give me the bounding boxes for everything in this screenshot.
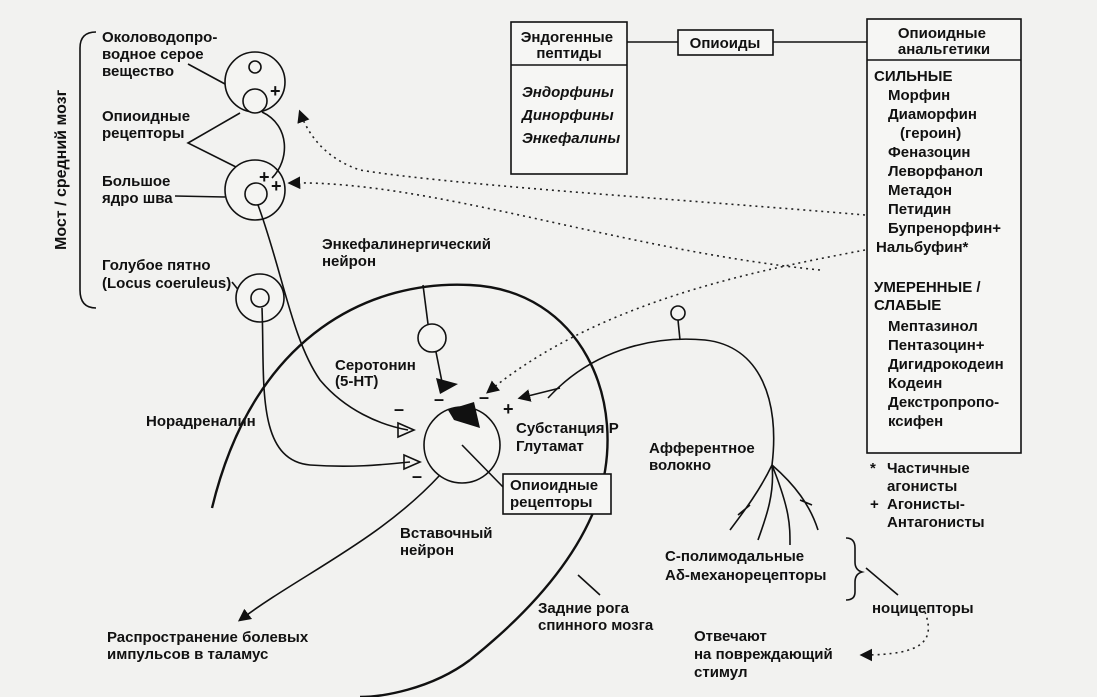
afferent-branches bbox=[729, 464, 819, 546]
section-label: Мост / средний мозг bbox=[53, 89, 70, 250]
dotted-arrow-to-stimulus bbox=[859, 611, 930, 662]
enkephalinergic-terminal bbox=[436, 378, 458, 394]
enkephalinergic-soma bbox=[417, 323, 447, 353]
raphe-plus-sign-1: + bbox=[259, 167, 270, 187]
endogenous-items: Эндорфины Динорфины Энкефалины bbox=[520, 84, 620, 147]
note-partial-mark: * bbox=[870, 460, 876, 477]
receptor-wedge bbox=[448, 402, 480, 428]
substance-p-label: Субстанция Р Глутамат bbox=[516, 420, 623, 455]
receptor-box bbox=[502, 473, 612, 515]
note-agonist-antagonist-mark: + bbox=[870, 496, 879, 513]
noradrenaline-terminal bbox=[403, 453, 422, 471]
endogenous-title: Эндогенные пептиды bbox=[521, 29, 617, 62]
pag-soma bbox=[248, 60, 262, 74]
a-delta-label: Аδ-механорецепторы bbox=[665, 567, 826, 584]
plus-sign-afferent: + bbox=[503, 399, 514, 419]
strong-header: СИЛЬНЫЕ bbox=[874, 68, 952, 85]
dorsal-horn-pointer bbox=[577, 574, 601, 596]
interneuron-axon bbox=[237, 474, 441, 622]
minus-sign-enkephalin: – bbox=[434, 389, 444, 409]
minus-sign-noradrenaline: – bbox=[412, 466, 422, 486]
receptor-types-brace bbox=[845, 537, 865, 601]
moderate-header: УМЕРЕННЫЕ / СЛАБЫЕ bbox=[874, 279, 985, 314]
raphe-label: Большое ядро шва bbox=[102, 173, 175, 207]
afferent-stem bbox=[677, 319, 681, 341]
pain-spread-label: Распространение болевых импульсов в тала… bbox=[107, 629, 312, 663]
c-polymodal-label: С-полимодальные bbox=[665, 548, 804, 565]
enkephalinergic-dendrite bbox=[422, 284, 429, 325]
afferent-arrow bbox=[517, 387, 561, 402]
pag-plus-sign: + bbox=[270, 81, 281, 101]
strong-drug-list: Морфин Диаморфин (героин) Феназоцин Лево… bbox=[876, 87, 1005, 256]
locus-soma bbox=[250, 288, 270, 308]
receptor-pointer bbox=[461, 444, 504, 488]
nociceptors-label: ноцицепторы bbox=[872, 600, 974, 617]
receptor-connector bbox=[186, 112, 241, 169]
raphe-plus-sign-2: + bbox=[271, 176, 282, 196]
raphe-soma bbox=[244, 182, 268, 206]
enkephalinergic-axon bbox=[435, 351, 443, 383]
pag-raphe-axon bbox=[261, 111, 286, 179]
endogenous-peptides-box bbox=[510, 21, 628, 175]
afferent-fiber bbox=[547, 338, 775, 466]
pag-connector bbox=[187, 63, 226, 85]
afferent-terminal-soma bbox=[670, 305, 686, 321]
dotted-arrow-to-spine bbox=[486, 249, 866, 394]
respond-label: Отвечают на повреждающий стимул bbox=[694, 628, 837, 681]
serotonin-label: Серотонин (5-HT) bbox=[335, 357, 420, 390]
opioids-box bbox=[677, 29, 774, 56]
pag-label: Околоводопро- водное серое вещество bbox=[102, 29, 221, 80]
interneuron-label: Вставочный нейрон bbox=[400, 525, 497, 559]
note-agonist-antagonists: Агонисты- Антагонисты bbox=[887, 496, 985, 531]
serotonin-terminal bbox=[397, 421, 416, 439]
receptor-box-label: Опиоидные рецепторы bbox=[510, 477, 602, 511]
opioid-receptors-label: Опиоидные рецепторы bbox=[102, 108, 194, 142]
locus-label: Голубое пятно (Locus coeruleus) bbox=[102, 257, 231, 292]
serotonin-pathway bbox=[257, 204, 409, 431]
analgesics-title: Опиоидные анальгетики bbox=[898, 25, 990, 58]
afferent-label: Афферентное волокно bbox=[649, 440, 759, 474]
brainstem-bracket bbox=[79, 31, 97, 309]
opioids-label: Опиоиды bbox=[690, 35, 761, 52]
minus-sign-dotted: – bbox=[479, 387, 489, 407]
raphe-connector bbox=[174, 195, 226, 198]
noradrenaline-pathway bbox=[261, 307, 411, 468]
noradrenaline-label: Норадреналин bbox=[146, 413, 256, 430]
spinal-cord-lower-curve bbox=[359, 659, 471, 697]
moderate-drug-list: Мептазинол Пентазоцин+ Дигидрокодеин Код… bbox=[888, 318, 1008, 430]
dorsal-horn-outline bbox=[210, 283, 609, 661]
brace-to-nociceptors bbox=[865, 567, 899, 596]
opioid-analgesics-box bbox=[866, 18, 1022, 454]
minus-sign-serotonin: – bbox=[394, 399, 404, 419]
enkephalinergic-label: Энкефалинергический нейрон bbox=[322, 236, 495, 270]
pag-receptor-cell bbox=[242, 88, 268, 114]
dorsal-horn-label: Задние рога спинного мозга bbox=[538, 600, 654, 634]
note-partial-agonists: Частичные агонисты bbox=[887, 460, 974, 495]
